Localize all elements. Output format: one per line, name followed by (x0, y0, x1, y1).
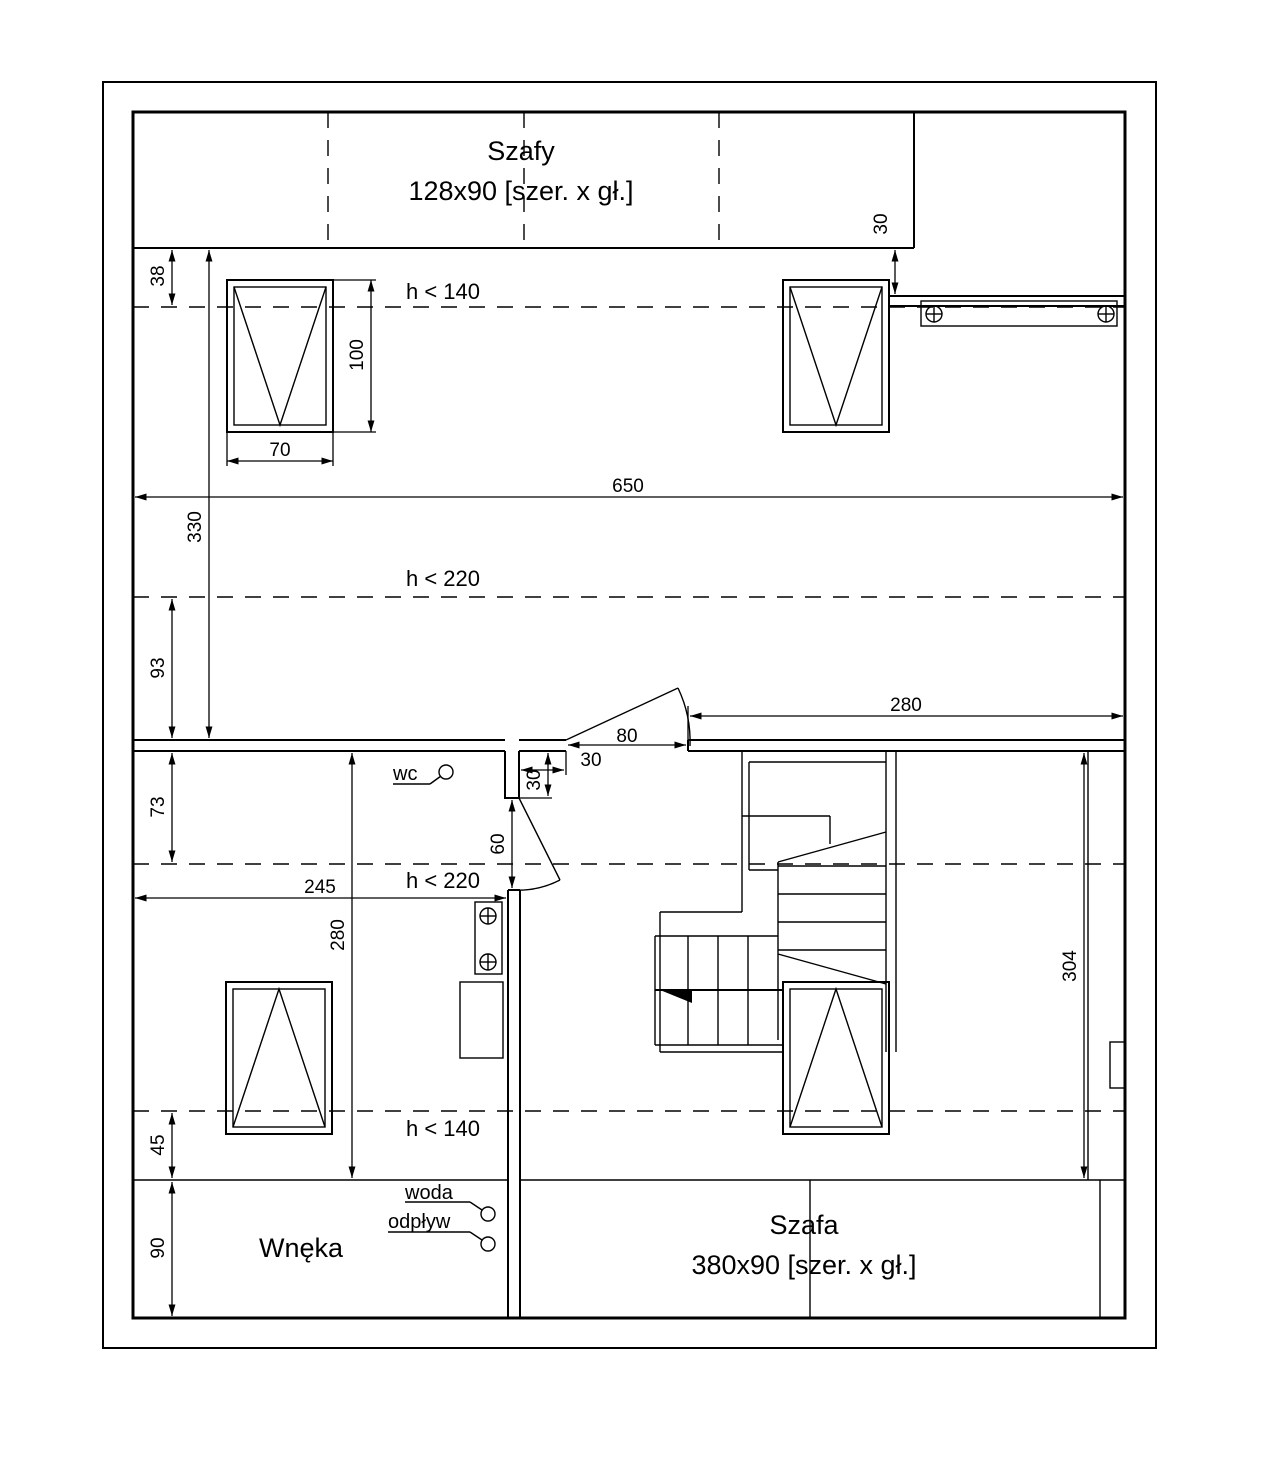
odplyw-label: odpływ (388, 1211, 451, 1233)
bathroom-cabinet (459, 981, 504, 1059)
szafa-title: Szafa (769, 1210, 839, 1240)
dim-38-label: 38 (148, 265, 169, 286)
height-label-top: h < 140 (406, 279, 480, 304)
dim-30-top-label: 30 (871, 213, 892, 234)
dim-73-label: 73 (148, 796, 169, 817)
radiator (474, 901, 503, 975)
odplyw-point-icon (480, 1236, 496, 1252)
wc-leader (429, 775, 442, 785)
szafy-title: Szafy (487, 136, 555, 166)
dim-280-left-label: 280 (328, 919, 349, 951)
staircase (654, 751, 897, 1053)
vent-icon (925, 305, 943, 323)
wc-label: wc (392, 763, 417, 785)
vent-icon (479, 907, 497, 925)
odplyw-leader (469, 1231, 483, 1241)
dim-80-label: 80 (616, 726, 637, 747)
roof-window-top-right (782, 279, 890, 433)
vent-icon (479, 953, 497, 971)
dim-245-label: 245 (304, 877, 336, 898)
outer-wall (131, 110, 1127, 1320)
dim-280-top-label: 280 (890, 695, 922, 716)
height-label-lower: h < 220 (406, 868, 480, 893)
wc-point-icon (438, 764, 454, 780)
outer-frame (102, 81, 1157, 1349)
vent-bar (920, 300, 1118, 327)
dim-304-label: 304 (1060, 950, 1081, 982)
woda-label: woda (404, 1182, 454, 1204)
height-label-bottom: h < 140 (406, 1116, 480, 1141)
dim-45-label: 45 (148, 1134, 169, 1155)
door-bathroom (511, 797, 561, 891)
dim-30-vert-label: 30 (524, 769, 545, 790)
dim-100-label: 100 (347, 339, 368, 371)
dim-60-label: 60 (488, 833, 509, 854)
roof-window-top-left (226, 279, 334, 433)
szafy-size: 128x90 [szer. x gł.] (408, 176, 633, 206)
roof-window-bottom-right (782, 981, 890, 1135)
woda-leader (469, 1201, 483, 1211)
dim-90-label: 90 (148, 1237, 169, 1258)
bathroom-wall (504, 751, 520, 799)
height-label-middle: h < 220 (406, 566, 480, 591)
vent-icon (1097, 305, 1115, 323)
dim-30-door-label: 30 (580, 750, 601, 771)
dim-70-label: 70 (269, 440, 290, 461)
dim-93-label: 93 (148, 657, 169, 678)
roof-window-bottom-left (225, 981, 333, 1135)
szafa-size: 380x90 [szer. x gł.] (691, 1250, 916, 1280)
wneka-label: Wnęka (259, 1233, 344, 1263)
dim-650-label: 650 (612, 476, 644, 497)
dim-330-label: 330 (185, 511, 206, 543)
woda-point-icon (480, 1206, 496, 1222)
wall-box (1109, 1041, 1126, 1089)
